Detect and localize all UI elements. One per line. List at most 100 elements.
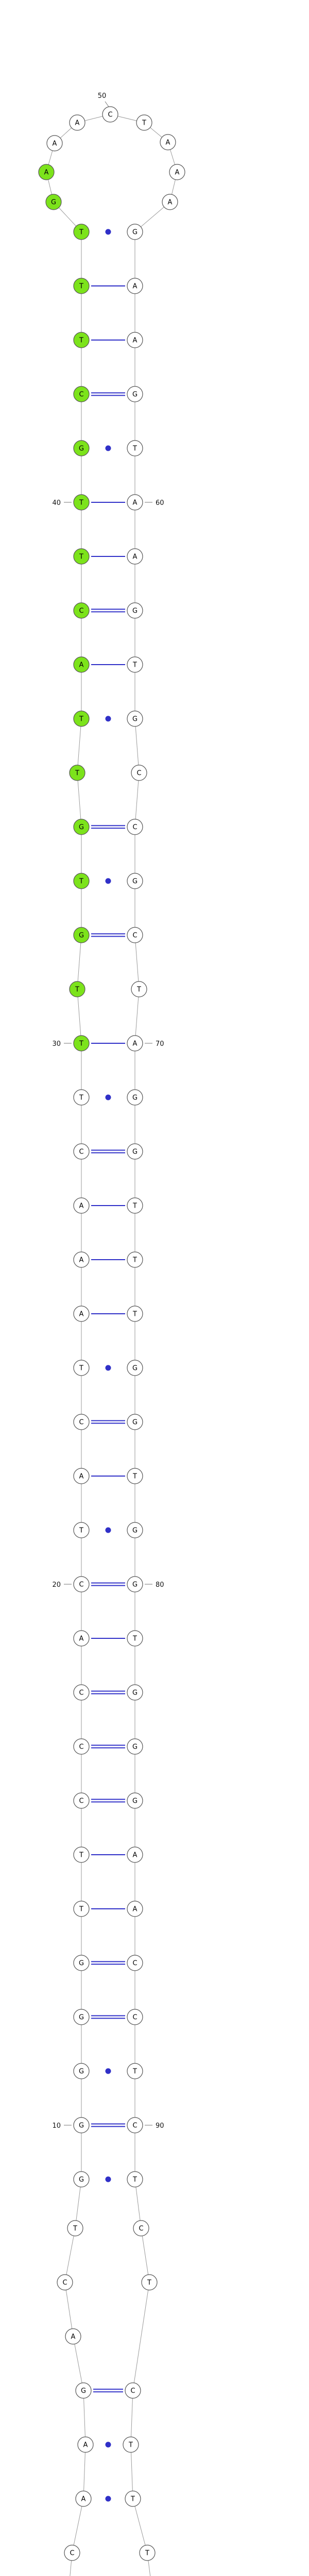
nucleotide-87: C [127,1955,143,1971]
nucleotide-base: A [133,1040,138,1048]
wobble-pair-dot [105,2442,111,2448]
nucleotide-base: G [81,2387,86,2395]
nucleotide-base: A [71,2333,76,2341]
nucleotide-14: T [73,1901,90,1917]
nucleotide-circle [127,1468,143,1484]
backbone-segment [134,772,140,827]
nucleotide-circle [127,2117,143,2133]
backbone-segment [70,2552,73,2576]
nucleotide-circle [127,710,143,727]
nucleotide-base: G [79,2068,84,2076]
nucleotide-base: A [79,1257,84,1264]
nucleotide-10: G [73,2117,90,2133]
nucleotide-base: A [133,337,138,345]
nucleotide-base: T [79,337,83,345]
nucleotides: CCAAGACTGGGGGTTCCCACTACTAAACTTTGTGTTACTT… [38,106,185,2561]
nucleotide-base: G [132,1148,138,1156]
nucleotide-base: T [147,2279,151,2287]
nucleotide-50: C [102,106,118,123]
position-label: 90 [156,2122,164,2130]
nucleotide-85: A [127,1846,143,1863]
nucleotide-circle [69,114,85,131]
nucleotide-circle [127,873,143,889]
nucleotide-base: T [79,229,83,236]
backbone-segment [73,2336,84,2391]
nucleotide-base: A [166,139,170,147]
nucleotide-circle-highlighted [73,224,90,240]
nucleotide-circle [46,135,63,151]
nucleotide-base: G [79,824,84,832]
nucleotide-base: T [79,1040,83,1048]
nucleotide-64: G [127,710,143,727]
nucleotide-circle [127,927,143,943]
position-label: 60 [156,499,164,507]
nucleotide-base: C [108,111,112,119]
backbone-segment [64,2228,76,2283]
nucleotide-circle-highlighted [73,1035,90,1052]
nucleotide-circle-highlighted [73,386,90,402]
nucleotide-circle-highlighted [38,164,55,180]
nucleotide-circle [73,1251,90,1268]
nucleotide-base: T [130,2496,135,2503]
nucleotide-73: T [127,1197,143,1214]
nucleotide-62: G [127,602,143,619]
nucleotide-circle [73,1143,90,1160]
nucleotide-circle [67,2220,83,2236]
nucleotide-circle [73,1306,90,1322]
nucleotide-61: A [127,548,143,565]
nucleotide-4: A [77,2436,94,2453]
nucleotide-29: T [73,1089,90,1106]
nucleotide-63: T [127,656,143,673]
backbone-segment [77,772,82,827]
nucleotide-circle [75,2382,92,2399]
nucleotide-77: G [127,1414,143,1430]
nucleotide-circle [65,2328,81,2345]
nucleotide-base: T [79,716,83,723]
nucleotide-circle [127,1684,143,1701]
nucleotide-47: A [38,164,55,180]
nucleotide-56: A [127,278,143,294]
nucleotide-51: T [136,114,152,131]
nucleotide-circle-highlighted [73,440,90,456]
nucleotide-80: G [127,1576,143,1592]
backbone-segment [130,2444,133,2499]
nucleotide-9: G [73,2171,90,2188]
nucleotide-base: T [132,1257,137,1264]
nucleotide-circle [127,819,143,835]
nucleotide-13: G [73,1955,90,1971]
nucleotide-21: T [73,1522,90,1538]
nucleotide-36: T [73,710,90,727]
nucleotide-42: C [73,386,90,402]
backbone-segment [77,935,82,990]
nucleotide-base: C [132,932,137,940]
nucleotide-base: T [73,2225,77,2233]
nucleotide-circle [73,1630,90,1647]
nucleotide-circle [127,1955,143,1971]
nucleotide-circle [73,1792,90,1809]
wobble-pair-dot [105,2496,111,2502]
nucleotide-circle [127,602,143,619]
nucleotide-base: C [79,1743,83,1751]
nucleotide-base: C [130,2387,135,2395]
nucleotide-base: C [62,2279,67,2287]
nucleotide-base: T [132,1473,137,1481]
nucleotide-base: T [79,1527,83,1535]
nucleotide-44: T [73,278,90,294]
nucleotide-base: A [133,499,138,507]
nucleotide-base: G [132,1365,138,1372]
nucleotide-46: G [45,194,62,210]
nucleotide-circle [127,2171,143,2188]
nucleotide-base: A [133,1906,138,1913]
nucleotide-circle [57,2274,73,2291]
wobble-pair-dot [105,716,111,722]
backbone-segment [75,2179,82,2229]
nucleotide-circle [73,1684,90,1701]
nucleotide-12: G [73,2009,90,2025]
nucleotide-circle [73,1468,90,1484]
nucleotide-base: G [132,1419,138,1427]
nucleotide-circle [127,386,143,402]
nucleotide-circle [127,1414,143,1430]
nucleotide-circle [127,656,143,673]
nucleotide-circle [127,1738,143,1755]
nucleotide-11: G [73,2063,90,2079]
